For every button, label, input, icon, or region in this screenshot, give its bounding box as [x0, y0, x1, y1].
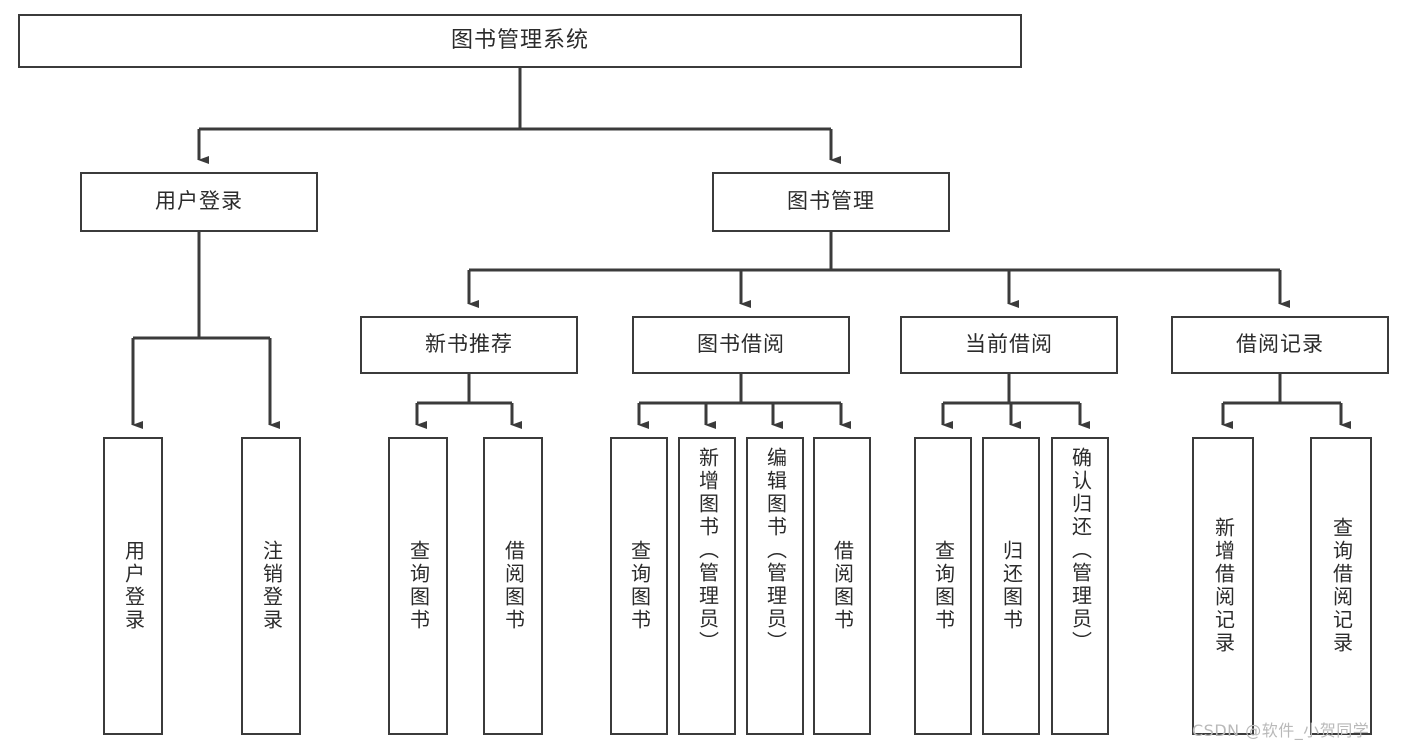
node-book-management[interactable]: 图书管理	[712, 172, 950, 232]
node-label: 新书推荐	[425, 332, 513, 357]
node-label: 当前借阅	[965, 332, 1053, 357]
leaf-book-borrow-borrow-book[interactable]: 借阅图书	[813, 437, 871, 735]
node-label: 图书管理系统	[450, 27, 589, 53]
node-label: 借阅图书	[830, 540, 855, 632]
node-label: 图书管理	[787, 189, 875, 214]
node-label: 借阅图书	[501, 540, 526, 632]
node-label: 归还图书	[999, 540, 1024, 632]
leaf-user-login-login[interactable]: 用户登录	[103, 437, 163, 735]
csdn-watermark: CSDN @软件_小贺同学	[1192, 721, 1370, 740]
node-borrow-record[interactable]: 借阅记录	[1171, 316, 1389, 374]
leaf-current-borrow-confirm-return-admin[interactable]: 确认归还（管理员）	[1051, 437, 1109, 735]
node-label: 查询图书	[931, 540, 956, 632]
leaf-current-borrow-return-book[interactable]: 归还图书	[982, 437, 1040, 735]
leaf-borrow-record-add-record[interactable]: 新增借阅记录	[1192, 437, 1254, 735]
leaf-book-borrow-query-book[interactable]: 查询图书	[610, 437, 668, 735]
node-label: 新增图书（管理员）	[695, 447, 720, 654]
leaf-book-borrow-add-book-admin[interactable]: 新增图书（管理员）	[678, 437, 736, 735]
node-current-borrow[interactable]: 当前借阅	[900, 316, 1118, 374]
leaf-current-borrow-query-book[interactable]: 查询图书	[914, 437, 972, 735]
node-new-book-recommend[interactable]: 新书推荐	[360, 316, 578, 374]
node-label: 注销登录	[259, 540, 284, 632]
node-label: 用户登录	[121, 540, 146, 632]
node-label: 查询图书	[627, 540, 652, 632]
node-user-login[interactable]: 用户登录	[80, 172, 318, 232]
node-label: 确认归还（管理员）	[1068, 447, 1093, 654]
node-root-book-management-system[interactable]: 图书管理系统	[18, 14, 1022, 68]
leaf-user-login-logout[interactable]: 注销登录	[241, 437, 301, 735]
node-label: 用户登录	[155, 189, 243, 214]
leaf-book-borrow-edit-book-admin[interactable]: 编辑图书（管理员）	[746, 437, 804, 735]
leaf-new-book-query-book[interactable]: 查询图书	[388, 437, 448, 735]
node-label: 借阅记录	[1236, 332, 1324, 357]
leaf-borrow-record-query-record[interactable]: 查询借阅记录	[1310, 437, 1372, 735]
node-label: 查询借阅记录	[1329, 517, 1354, 655]
leaf-new-book-borrow-book[interactable]: 借阅图书	[483, 437, 543, 735]
node-book-borrow[interactable]: 图书借阅	[632, 316, 850, 374]
node-label: 图书借阅	[697, 332, 785, 357]
node-label: 新增借阅记录	[1211, 517, 1236, 655]
node-label: 查询图书	[406, 540, 431, 632]
node-label: 编辑图书（管理员）	[763, 447, 788, 654]
